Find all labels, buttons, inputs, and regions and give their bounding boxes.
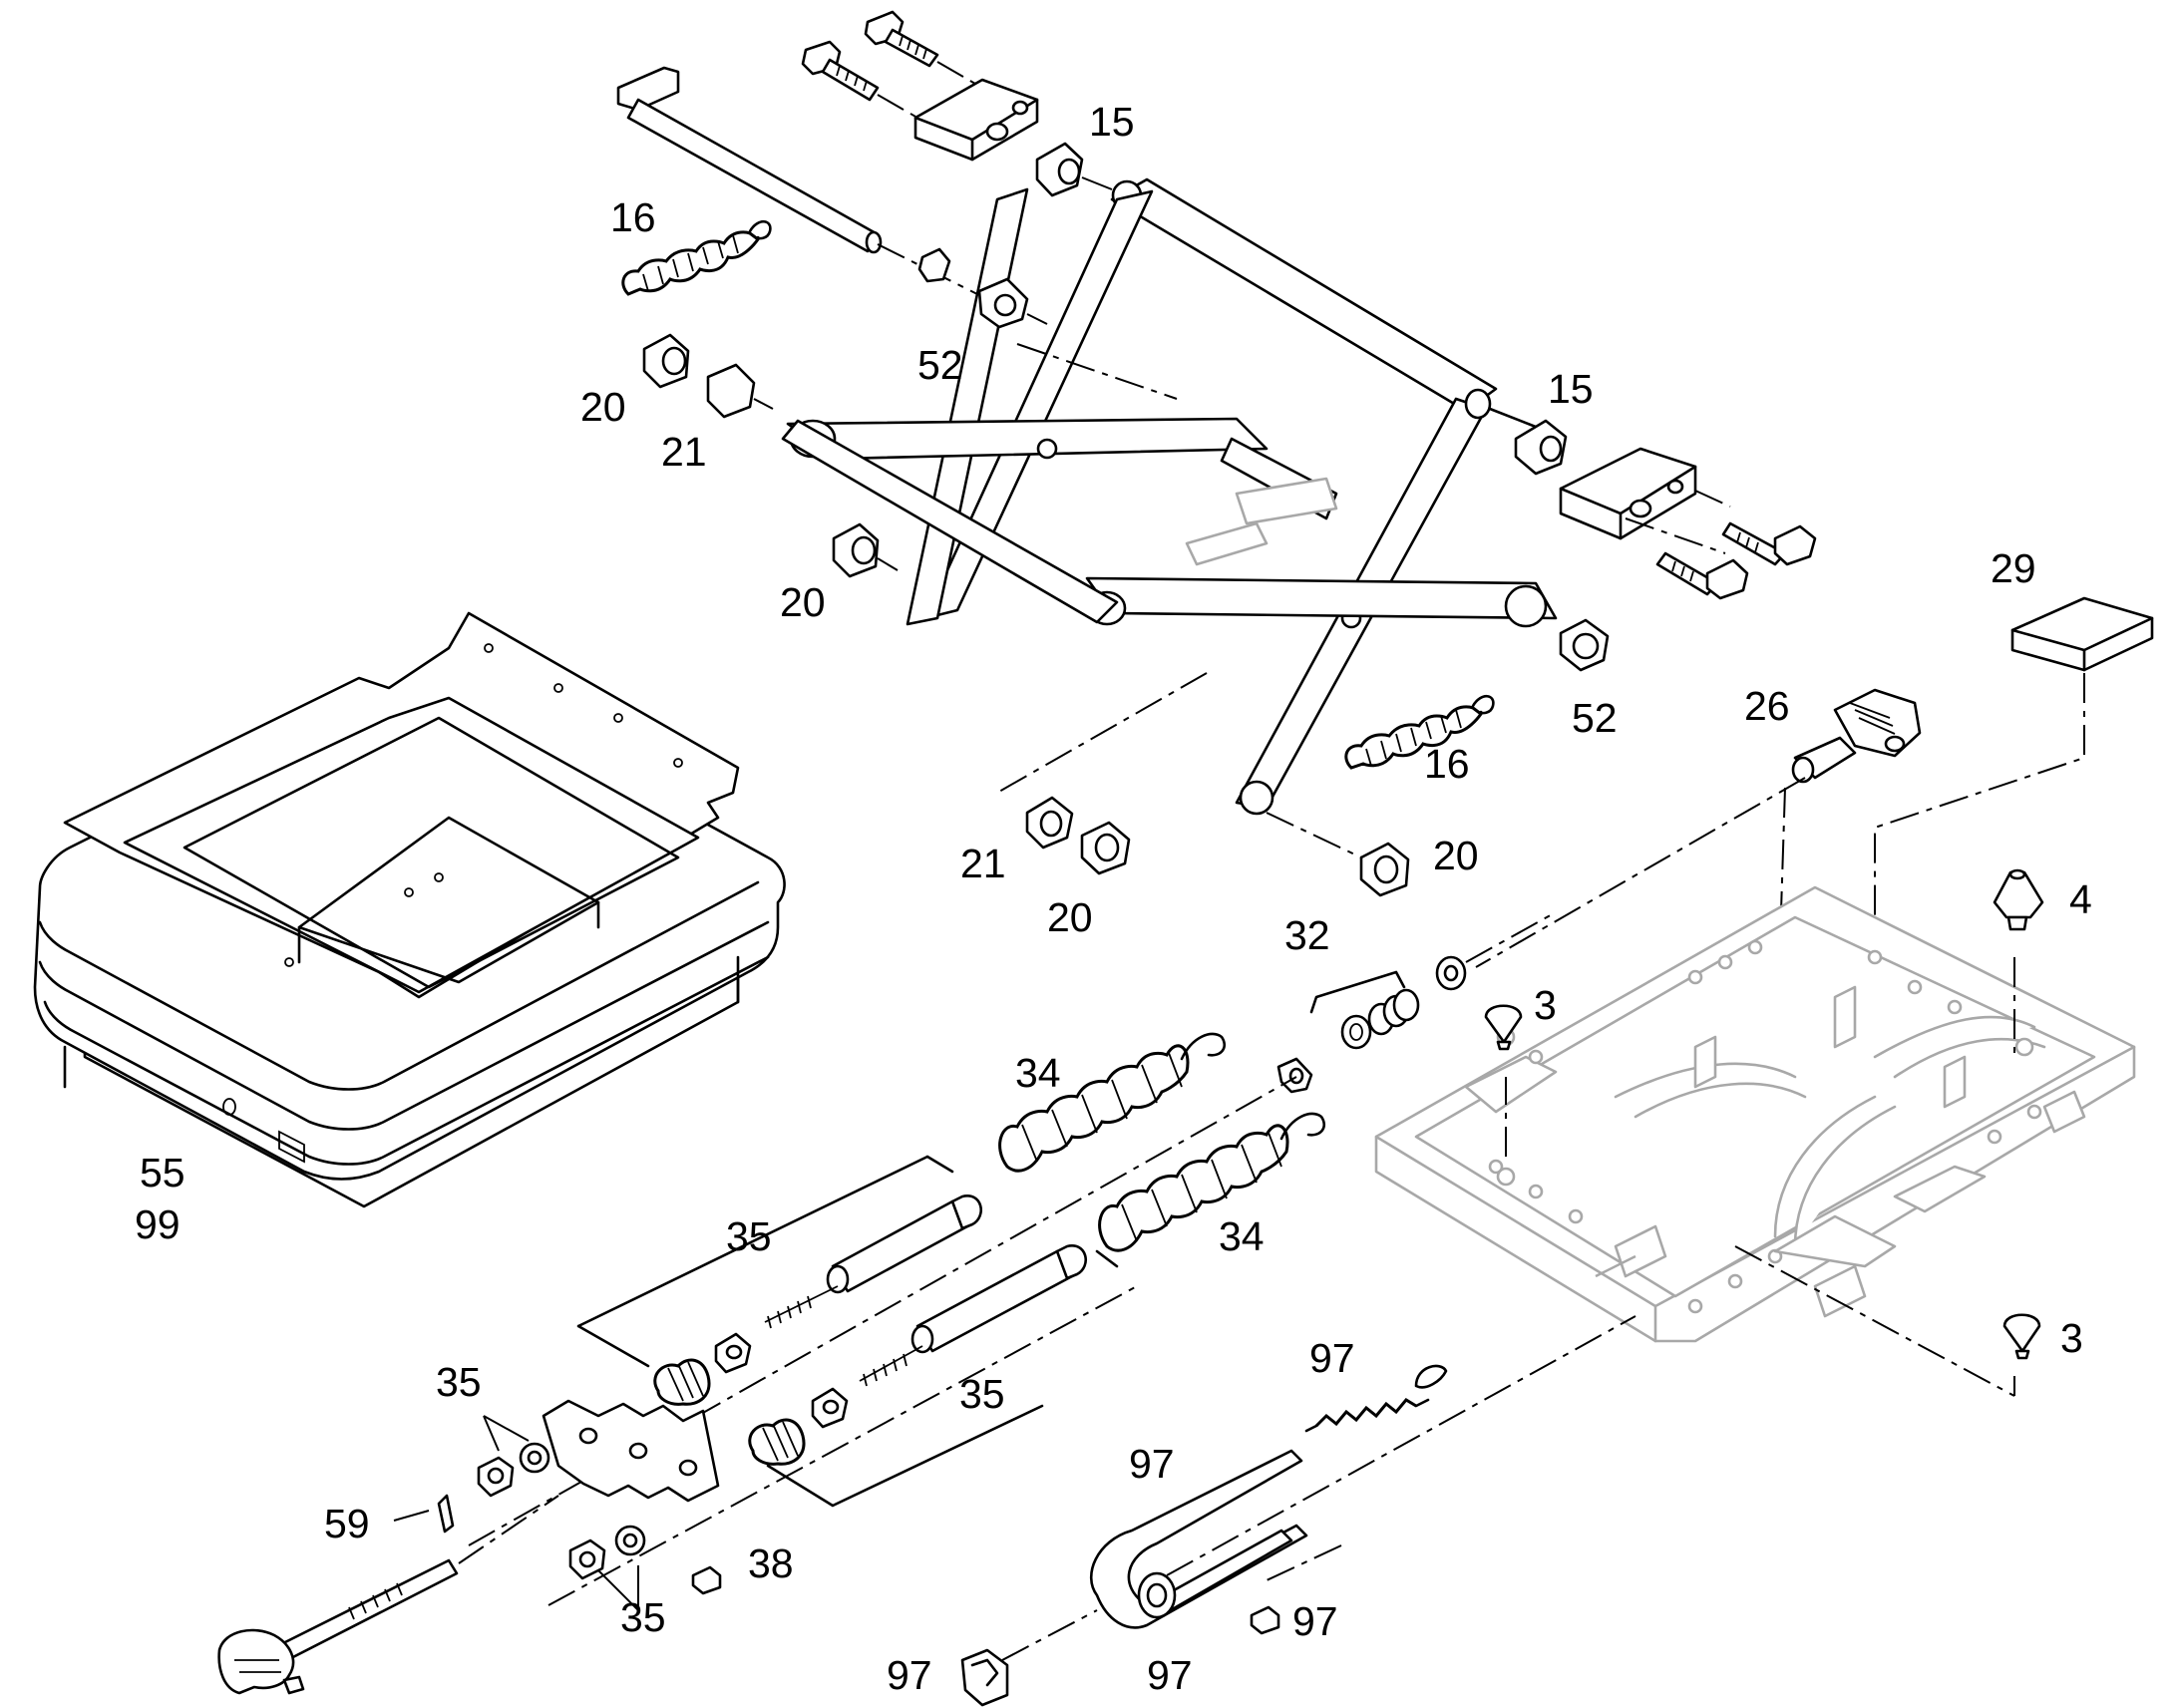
callout-20-left: 20 — [580, 384, 626, 430]
callout-20-lower: 20 — [1047, 894, 1093, 940]
callout-38: 38 — [748, 1540, 794, 1586]
callout-35-nuts-top: 35 — [436, 1359, 482, 1405]
callout-3-bottom: 3 — [2060, 1315, 2083, 1361]
base-plate — [1374, 885, 2136, 1343]
callout-34-lower: 34 — [1219, 1213, 1265, 1259]
callout-35-upper: 35 — [726, 1213, 772, 1259]
ring-set-32 — [1276, 911, 1557, 1094]
callout-29: 29 — [1991, 545, 2036, 591]
callout-15-top: 15 — [1089, 99, 1135, 145]
callout-21-lower: 21 — [960, 841, 1006, 886]
callout-26: 26 — [1744, 683, 1790, 729]
callout-97-clip: 97 — [887, 1652, 932, 1698]
callout-3-top: 3 — [1534, 982, 1557, 1028]
adjust-handle-59 — [217, 1494, 559, 1695]
callout-52-top: 52 — [917, 342, 963, 388]
knob-26 — [1475, 688, 1922, 1098]
callout-97-roller: 97 — [1147, 1652, 1193, 1698]
tension-spring-16b — [1344, 694, 1495, 770]
gas-spring-35b — [748, 1244, 1119, 1508]
callout-35-nuts-bottom: 35 — [620, 1594, 666, 1640]
callout-16-top: 16 — [610, 194, 656, 240]
callout-20-mid: 20 — [780, 579, 826, 625]
callouts: 15 16 52 20 21 15 20 29 52 26 16 21 20 2… — [135, 99, 2092, 1698]
callout-16-right: 16 — [1424, 741, 1470, 787]
bushing-20-lower-right — [1266, 812, 1410, 897]
cap-3a — [1484, 1004, 1523, 1051]
callout-20-right: 20 — [1433, 833, 1479, 878]
seat-bellows-55 — [33, 611, 786, 1208]
callout-97-strap: 97 — [1129, 1441, 1175, 1487]
cap-4 — [1993, 868, 2044, 931]
scissor-mechanism — [616, 10, 1817, 816]
callout-52-right: 52 — [1572, 695, 1618, 741]
bushing-52-lower — [1559, 618, 1610, 672]
callout-21-left: 21 — [661, 429, 707, 475]
callout-55: 55 — [140, 1150, 185, 1196]
tension-spring-16a — [621, 219, 772, 296]
callout-97-screw: 97 — [1292, 1598, 1338, 1644]
nuts-washers-35 — [477, 1415, 646, 1611]
callout-4: 4 — [2069, 876, 2092, 922]
callout-32: 32 — [1284, 912, 1330, 958]
callout-99: 99 — [135, 1201, 181, 1247]
compression-spring-34a — [998, 1032, 1227, 1173]
bracket-38 — [542, 1399, 722, 1595]
strap-97 — [960, 1315, 1636, 1707]
callout-97-spring: 97 — [1309, 1335, 1355, 1381]
gas-spring-35a — [576, 1155, 982, 1406]
callout-35-lower: 35 — [959, 1371, 1005, 1417]
compression-spring-34b — [1098, 1112, 1326, 1252]
cap-3b — [2002, 1313, 2041, 1360]
callout-15-right: 15 — [1548, 366, 1594, 412]
callout-34-top: 34 — [1015, 1050, 1061, 1096]
callout-59: 59 — [324, 1501, 370, 1546]
bushings-21-20-lower — [996, 672, 1208, 875]
